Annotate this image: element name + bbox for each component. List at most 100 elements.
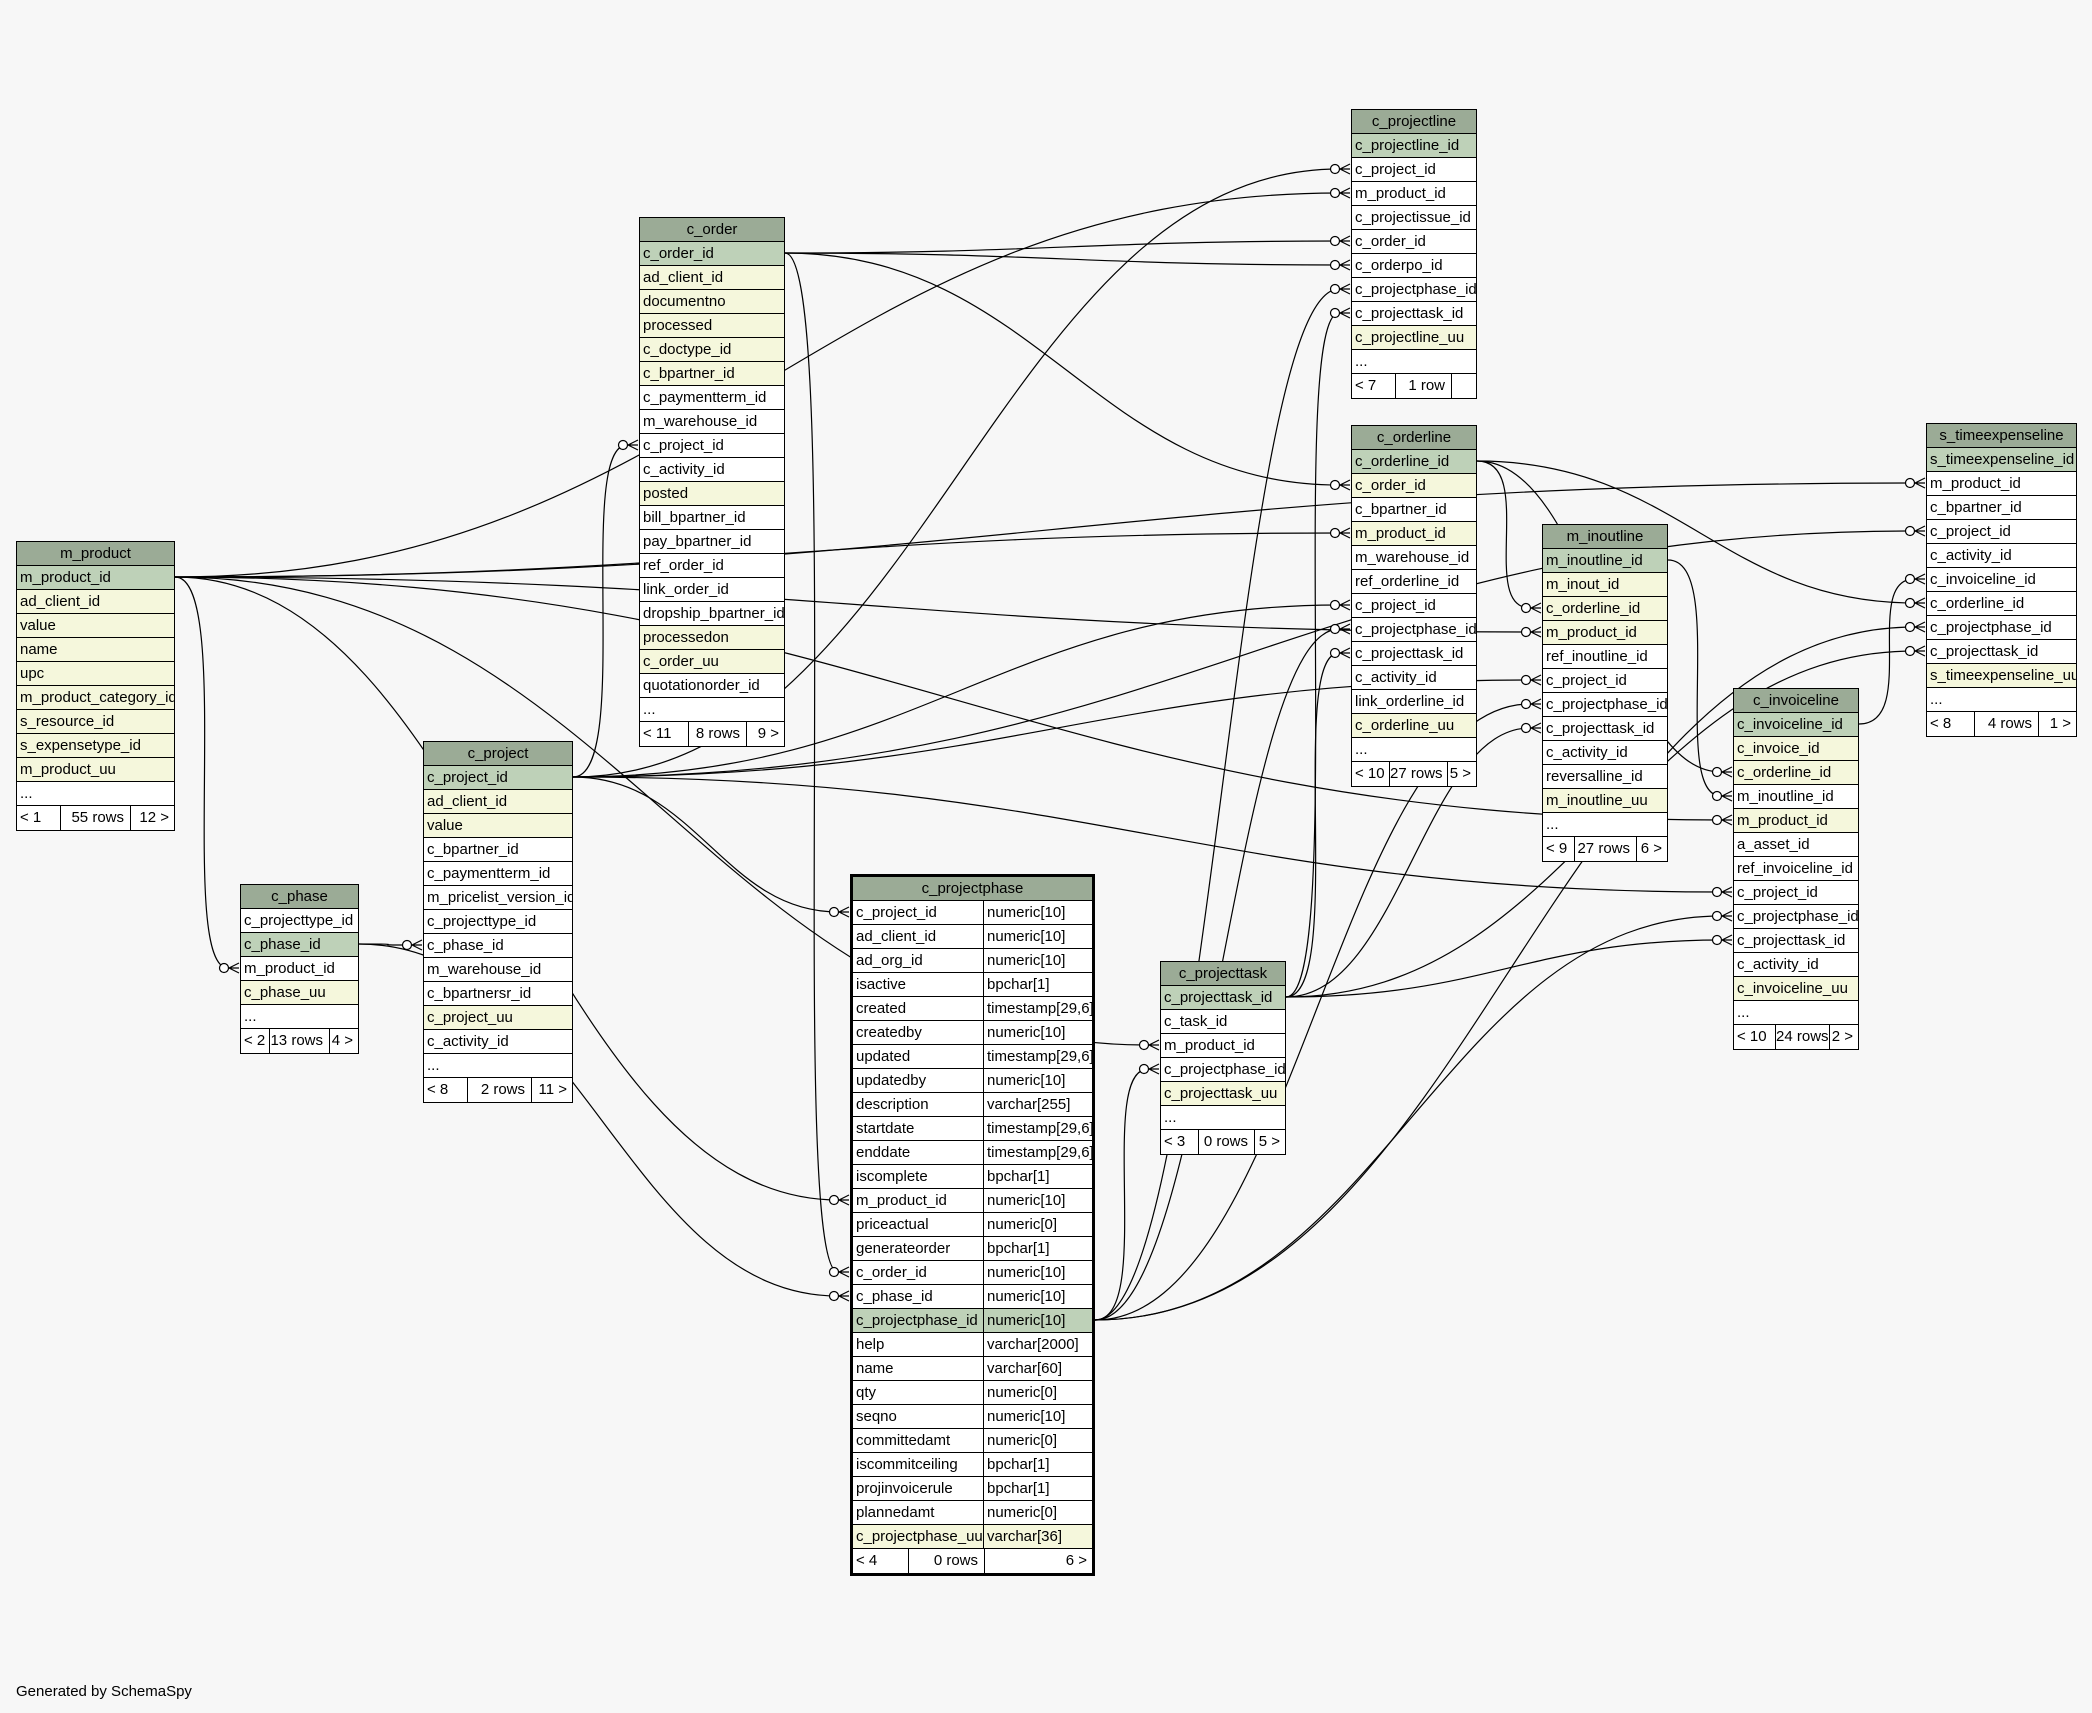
table-title[interactable]: c_projectline (1352, 110, 1476, 134)
column-row[interactable]: ad_client_id (17, 590, 174, 614)
column-row[interactable]: ... (1927, 688, 2076, 712)
column-row[interactable]: m_product_id (1543, 621, 1667, 645)
children-link[interactable]: 9 > (757, 725, 779, 742)
column-row[interactable]: c_activity_id (1543, 741, 1667, 765)
column-row[interactable]: c_order_id (640, 242, 784, 266)
column-row[interactable]: ... (1734, 1001, 1858, 1025)
column-row[interactable]: c_invoiceline_uu (1734, 977, 1858, 1001)
children-link[interactable]: 12 > (139, 809, 169, 826)
column-row[interactable]: s_expensetype_id (17, 734, 174, 758)
parents-link[interactable]: < 1 (17, 806, 61, 830)
column-row[interactable]: c_doctype_id (640, 338, 784, 362)
column-row[interactable]: c_projectphase_id (1352, 618, 1476, 642)
children-link[interactable] (1452, 374, 1476, 398)
column-row[interactable]: dropship_bpartner_id (640, 602, 784, 626)
table-title[interactable]: m_product (17, 542, 174, 566)
column-row[interactable]: c_orderline_id (1352, 450, 1476, 474)
parents-link[interactable]: < 4 (853, 1549, 909, 1573)
column-row[interactable]: m_product_category_id (17, 686, 174, 710)
children-link[interactable]: 5 > (1449, 765, 1471, 782)
column-row[interactable]: c_activity_id (1927, 544, 2076, 568)
column-row[interactable]: processed (640, 314, 784, 338)
column-row[interactable]: a_asset_id (1734, 833, 1858, 857)
column-row[interactable]: m_inoutline_id (1734, 785, 1858, 809)
column-row[interactable]: ... (241, 1005, 358, 1029)
column-row[interactable]: ad_client_id (640, 266, 784, 290)
column-row[interactable]: c_projectphase_id (1927, 616, 2076, 640)
parents-link[interactable]: < 9 (1543, 837, 1575, 861)
column-row[interactable]: ... (17, 782, 174, 806)
column-row[interactable]: c_project_uu (424, 1006, 572, 1030)
column-row[interactable]: c_projectissue_id (1352, 206, 1476, 230)
children-link[interactable]: 1 > (2049, 715, 2071, 732)
column-row[interactable]: c_bpartnersr_id (424, 982, 572, 1006)
column-row[interactable]: name (17, 638, 174, 662)
column-row[interactable]: m_product_id (1352, 522, 1476, 546)
column-row[interactable]: c_bpartner_id (640, 362, 784, 386)
column-row[interactable]: m_warehouse_id (424, 958, 572, 982)
column-row[interactable]: m_inoutline_uu (1543, 789, 1667, 813)
parents-link[interactable]: < 11 (640, 722, 689, 746)
column-row[interactable]: c_projecttask_id (1161, 986, 1285, 1010)
column-row[interactable]: c_orderline_id (1734, 761, 1858, 785)
column-row[interactable]: ... (1543, 813, 1667, 837)
column-row[interactable]: c_projectline_uu (1352, 326, 1476, 350)
column-row[interactable]: c_order_id (1352, 230, 1476, 254)
column-row[interactable]: c_projecttype_id (424, 910, 572, 934)
column-row[interactable]: m_inoutline_id (1543, 549, 1667, 573)
column-row[interactable]: s_timeexpenseline_uu (1927, 664, 2076, 688)
table-title[interactable]: s_timeexpenseline (1927, 424, 2076, 448)
column-row[interactable]: ... (1352, 350, 1476, 374)
children-link[interactable]: 5 > (1258, 1133, 1280, 1150)
column-row[interactable]: c_project_id (424, 766, 572, 790)
column-row[interactable]: c_activity_id (1734, 953, 1858, 977)
table-title[interactable]: c_projecttask (1161, 962, 1285, 986)
column-row[interactable]: c_invoice_id (1734, 737, 1858, 761)
column-row[interactable]: c_projecttask_uu (1161, 1082, 1285, 1106)
column-row[interactable]: link_order_id (640, 578, 784, 602)
column-row[interactable]: m_product_id (1352, 182, 1476, 206)
children-link[interactable]: 6 > (1640, 840, 1662, 857)
column-row[interactable]: c_paymentterm_id (640, 386, 784, 410)
column-row[interactable]: c_bpartner_id (1927, 496, 2076, 520)
column-row[interactable]: ad_client_id (424, 790, 572, 814)
column-row[interactable]: c_projecttask_id (1352, 642, 1476, 666)
column-row[interactable]: documentno (640, 290, 784, 314)
column-row[interactable]: c_projecttask_id (1352, 302, 1476, 326)
parents-link[interactable]: < 7 (1352, 374, 1396, 398)
column-row[interactable]: c_bpartner_id (424, 838, 572, 862)
column-row[interactable]: value (17, 614, 174, 638)
children-link[interactable]: 11 > (538, 1081, 568, 1098)
column-row[interactable]: bill_bpartner_id (640, 506, 784, 530)
column-row[interactable]: c_order_uu (640, 650, 784, 674)
column-row[interactable]: c_orderpo_id (1352, 254, 1476, 278)
column-row[interactable]: c_projectphase_id (1543, 693, 1667, 717)
table-title[interactable]: c_project (424, 742, 572, 766)
column-row[interactable]: c_activity_id (1352, 666, 1476, 690)
